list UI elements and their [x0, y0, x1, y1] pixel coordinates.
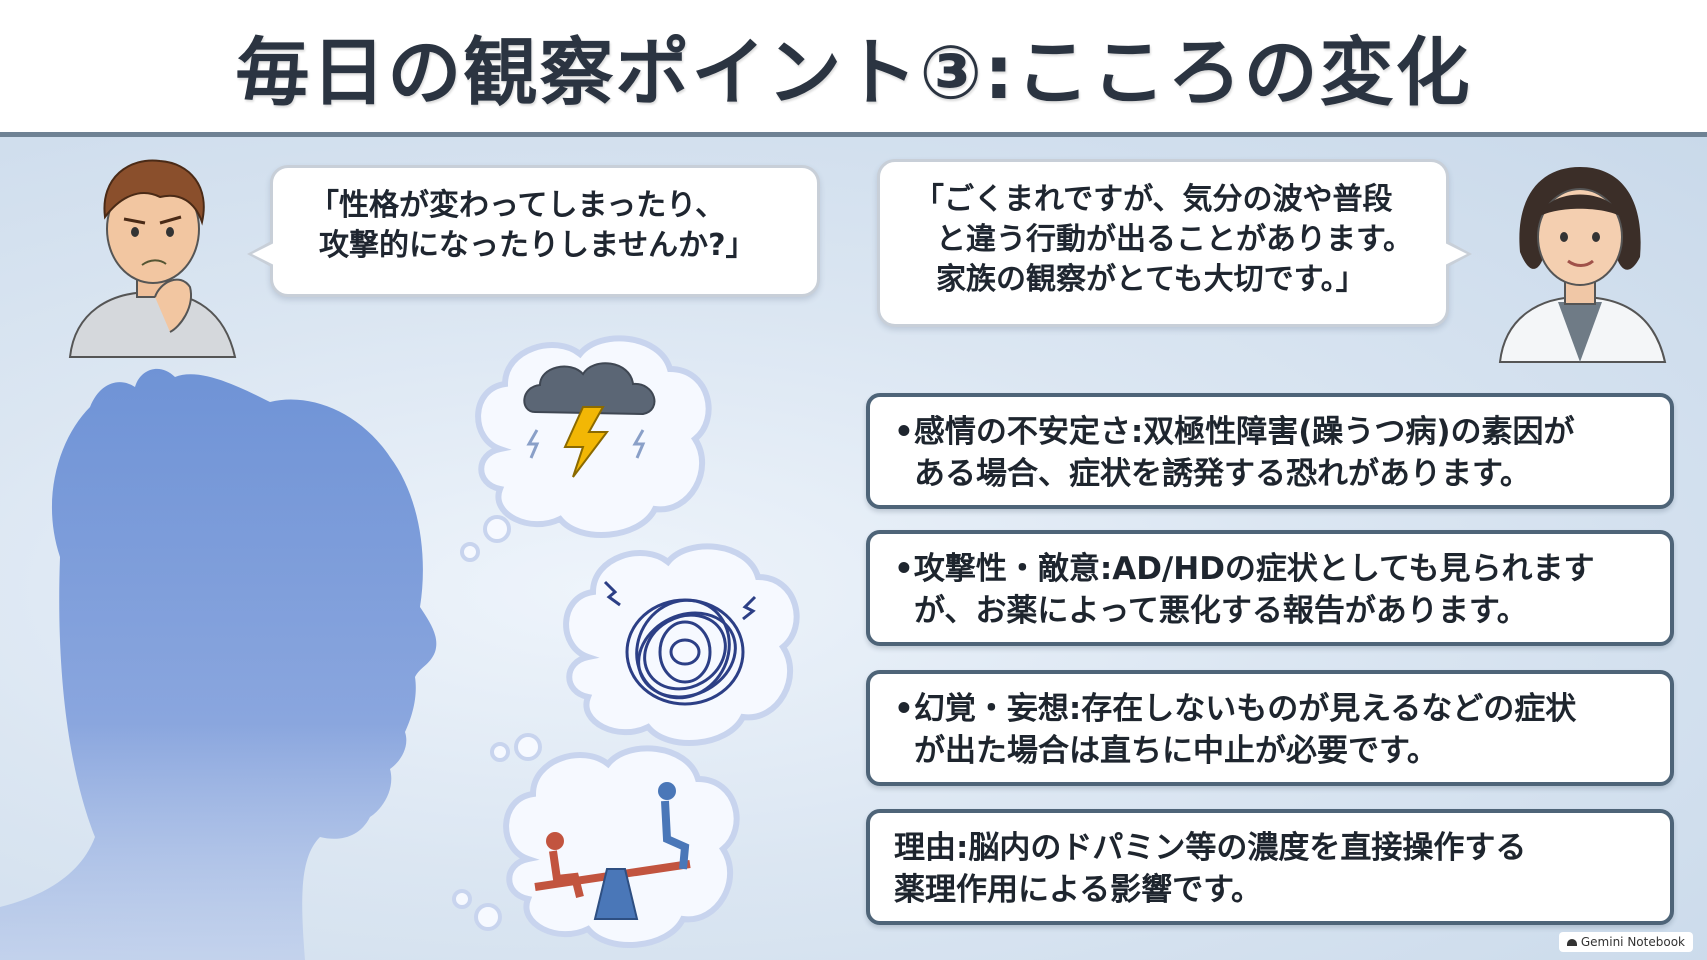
doctor-speech-line-1: 「ごくまれですが、気分の波や普段 [914, 182, 1393, 217]
parent-speech-bubble: 「性格が変わってしまったり、 攻撃的になったりしませんか?」 [247, 165, 820, 297]
watermark: Gemini Notebook [1558, 932, 1693, 952]
title-bar: 毎日の観察ポイント③:こころの変化 [0, 0, 1707, 132]
illustration-area: 「性格が変わってしまったり、 攻撃的になったりしませんか?」 「ごくまれですが、… [0, 137, 1707, 960]
point-card-line: ある場合、症状を誘発する恐れがあります。 [914, 456, 1531, 492]
doctor-speech-line-3: 家族の観察がとても大切です。」 [936, 262, 1366, 297]
storm-cloud-icon [523, 362, 656, 478]
point-card-hallucination: •幻覚・妄想:存在しないものが見えるなどの症状 が出た場合は直ちに中止が必要です… [866, 670, 1674, 786]
seesaw-icon [534, 782, 691, 920]
point-card-line: •幻覚・妄想:存在しないものが見えるなどの症状 [894, 691, 1577, 727]
point-card-line: が、お薬によって悪化する報告があります。 [914, 593, 1528, 629]
child-silhouette-icon [0, 368, 437, 960]
point-card-line: •感情の不安定さ:双極性障害(躁うつ病)の素因が [894, 414, 1575, 450]
point-card-aggression: •攻撃性・敵意:AD/HDの症状としても見られます が、お薬によって悪化する報告… [866, 530, 1674, 646]
parent-speech-line-1: 「性格が変わってしまったり、 [309, 188, 726, 223]
title-divider [0, 132, 1707, 137]
doctor-icon [1498, 167, 1667, 363]
worried-parent-icon [68, 159, 237, 358]
doctor-speech-line-2: と違う行動が出ることがあります。 [936, 222, 1413, 257]
point-card-line: 理由:脳内のドパミン等の濃度を直接操作する [894, 830, 1527, 866]
point-card-reason: 理由:脳内のドパミン等の濃度を直接操作する 薬理作用による影響です。 [866, 809, 1674, 925]
point-card-line: 薬理作用による影響です。 [894, 872, 1262, 908]
thought-dots [452, 515, 542, 931]
page-title: 毎日の観察ポイント③:こころの変化 [235, 29, 1472, 116]
thought-bubble-seesaw [503, 745, 740, 948]
notebook-logo-icon [1566, 938, 1577, 946]
doctor-speech-bubble: 「ごくまれですが、気分の波や普段 と違う行動が出ることがあります。 家族の観察が… [877, 159, 1472, 327]
parent-speech-line-2: 攻撃的になったりしませんか?」 [319, 228, 756, 263]
tangled-scribble-icon [603, 580, 757, 706]
point-card-emotional-instability: •感情の不安定さ:双極性障害(躁うつ病)の素因が ある場合、症状を誘発する恐れが… [866, 393, 1674, 509]
point-card-line: が出た場合は直ちに中止が必要です。 [914, 733, 1438, 769]
watermark-text: Gemini Notebook [1580, 935, 1685, 949]
thought-bubble-scribble [563, 543, 800, 746]
point-card-line: •攻撃性・敵意:AD/HDの症状としても見られます [894, 551, 1595, 587]
